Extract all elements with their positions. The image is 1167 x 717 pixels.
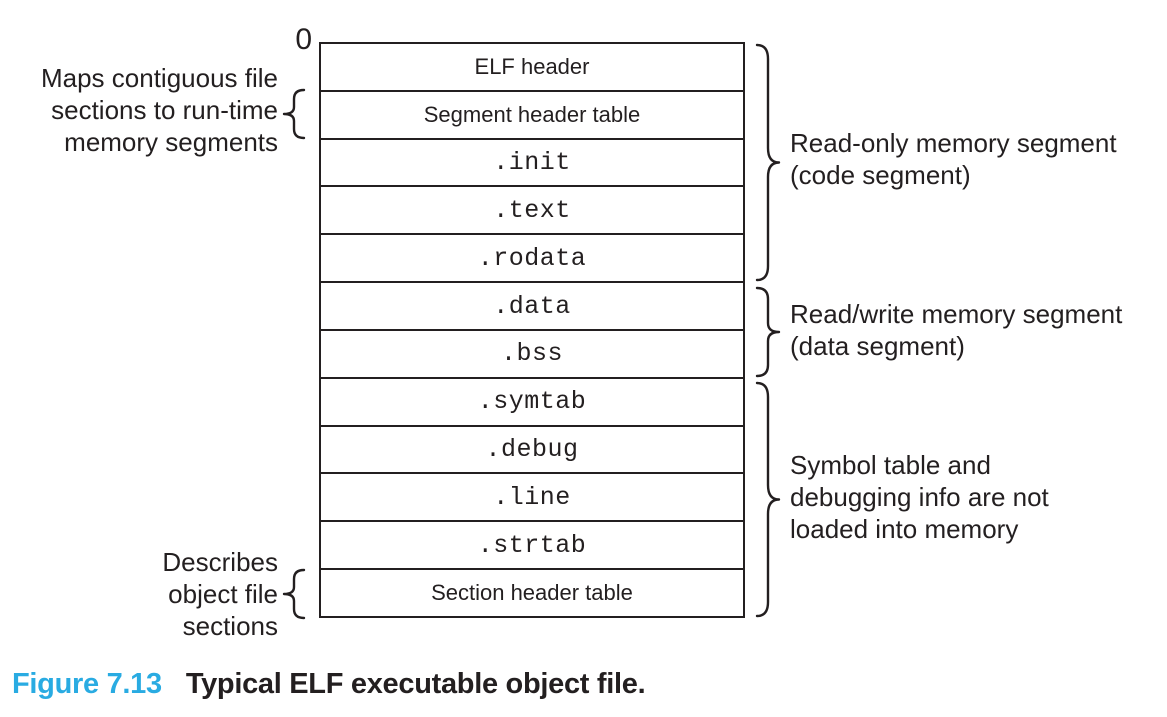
row-bss: .bss	[321, 331, 743, 379]
annotation-line: (data segment)	[790, 331, 965, 361]
row-text: .text	[321, 187, 743, 236]
row-rodata: .rodata	[321, 235, 743, 284]
origin-address-label: 0	[295, 23, 312, 56]
annotation-line: Describes	[162, 547, 278, 577]
row-data: .data	[321, 283, 743, 331]
left-brace-section-header	[282, 568, 306, 620]
annotation-line: Read-only memory segment	[790, 128, 1117, 158]
annotation-read-write-segment: Read/write memory segment (data segment)	[790, 298, 1122, 362]
figure-title: Typical ELF executable object file.	[185, 668, 646, 700]
annotation-read-only-segment: Read-only memory segment (code segment)	[790, 127, 1117, 191]
row-init: .init	[321, 140, 743, 188]
row-elf-header: ELF header	[321, 44, 743, 92]
annotation-describes-sections: Describes object file sections	[8, 546, 278, 642]
elf-file-box: ELF header Segment header table .init .t…	[319, 42, 745, 618]
annotation-line: Maps contiguous file	[40, 63, 278, 93]
row-symtab: .symtab	[321, 379, 743, 427]
annotation-line: memory segments	[64, 127, 278, 157]
annotation-line: debugging info are not	[790, 482, 1049, 512]
annotation-line: sections to run-time	[51, 95, 278, 125]
annotation-line: (code segment)	[790, 160, 971, 190]
annotation-line: loaded into memory	[790, 514, 1019, 544]
left-brace-segment-header	[282, 88, 306, 140]
figure-caption: Figure 7.13 Typical ELF executable object…	[12, 668, 646, 701]
right-brace-not-loaded	[755, 381, 781, 618]
annotation-maps-contiguous: Maps contiguous file sections to run-tim…	[8, 62, 278, 158]
annotation-line: Symbol table and	[790, 450, 991, 480]
row-segment-header-table: Segment header table	[321, 92, 743, 140]
right-brace-data-segment	[755, 286, 781, 378]
row-section-header-table: Section header table	[431, 580, 633, 606]
annotation-line: sections	[182, 611, 278, 641]
row-strtab: .strtab	[321, 522, 743, 571]
annotation-line: object file	[168, 579, 278, 609]
right-brace-code-segment	[755, 43, 781, 282]
annotation-line: Read/write memory segment	[790, 299, 1123, 329]
row-debug: .debug	[321, 427, 743, 475]
annotation-not-loaded: Symbol table and debugging info are not …	[790, 449, 1049, 545]
figure-number: Figure 7.13	[12, 668, 162, 700]
row-line: .line	[321, 474, 743, 523]
